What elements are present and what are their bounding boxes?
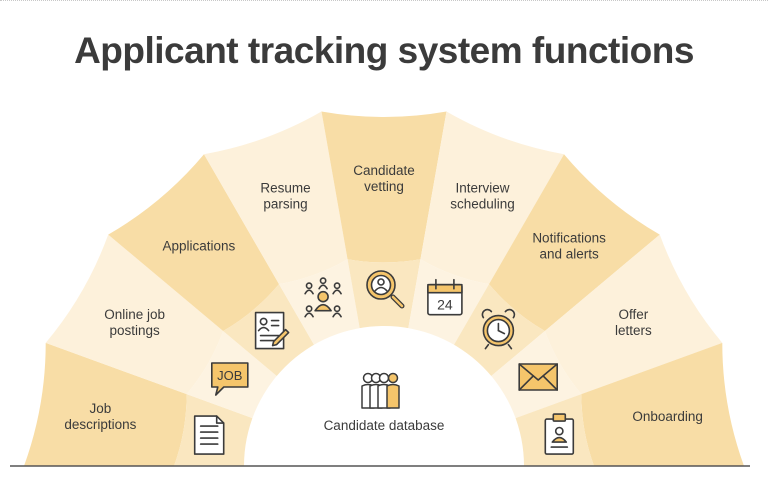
segment-label-online-job-postings: Online job xyxy=(104,307,165,322)
calendar-day-number: 24 xyxy=(437,297,453,313)
segment-label-resume-parsing: Resume xyxy=(260,180,310,195)
alarm-clock-icon xyxy=(481,308,516,350)
segment-label-job-descriptions: Job xyxy=(90,401,112,416)
calendar-icon: 24 xyxy=(427,278,463,316)
segment-label-onboarding: Onboarding xyxy=(632,409,703,424)
segment-label-job-descriptions: descriptions xyxy=(64,417,136,432)
id-badge-icon xyxy=(544,413,575,455)
segment-label-offer-letters: letters xyxy=(615,323,652,338)
job-speech-bubble-icon: JOB xyxy=(211,362,249,396)
segment-offer-letters xyxy=(544,234,723,395)
segment-notifications-and-alerts xyxy=(489,154,660,332)
segment-onboarding xyxy=(581,342,744,466)
segment-label-notifications-and-alerts: and alerts xyxy=(539,246,599,261)
segment-interview-scheduling xyxy=(420,111,564,285)
segment-label-offer-letters: Offer xyxy=(619,307,649,322)
segment-label-interview-scheduling: scheduling xyxy=(450,196,515,211)
top-dotted-border xyxy=(0,0,768,3)
segment-inner-resume-parsing xyxy=(279,259,360,345)
segment-job-descriptions xyxy=(24,342,187,466)
segment-candidate-vetting xyxy=(321,111,447,263)
segment-resume-parsing xyxy=(204,111,348,285)
magnifier-person-icon xyxy=(366,270,405,309)
segment-label-applications: Applications xyxy=(163,238,236,253)
segment-label-candidate-vetting: vetting xyxy=(364,179,404,194)
segment-label-notifications-and-alerts: Notifications xyxy=(532,230,606,245)
segment-online-job-postings xyxy=(45,234,224,395)
page-title: Applicant tracking system functions xyxy=(74,30,694,71)
document-icon xyxy=(193,415,225,455)
people-network-icon xyxy=(304,277,342,318)
segment-label-online-job-postings: postings xyxy=(109,323,160,338)
segment-applications xyxy=(108,154,279,332)
segment-label-resume-parsing: parsing xyxy=(263,196,307,211)
people-group-icon xyxy=(361,372,400,409)
svg-text:JOB: JOB xyxy=(217,368,242,383)
candidate-database-label: Candidate database xyxy=(324,418,445,433)
segment-label-interview-scheduling: Interview xyxy=(455,180,509,195)
envelope-icon xyxy=(518,363,559,391)
segment-label-candidate-vetting: Candidate xyxy=(353,163,415,178)
application-form-icon xyxy=(254,311,290,350)
